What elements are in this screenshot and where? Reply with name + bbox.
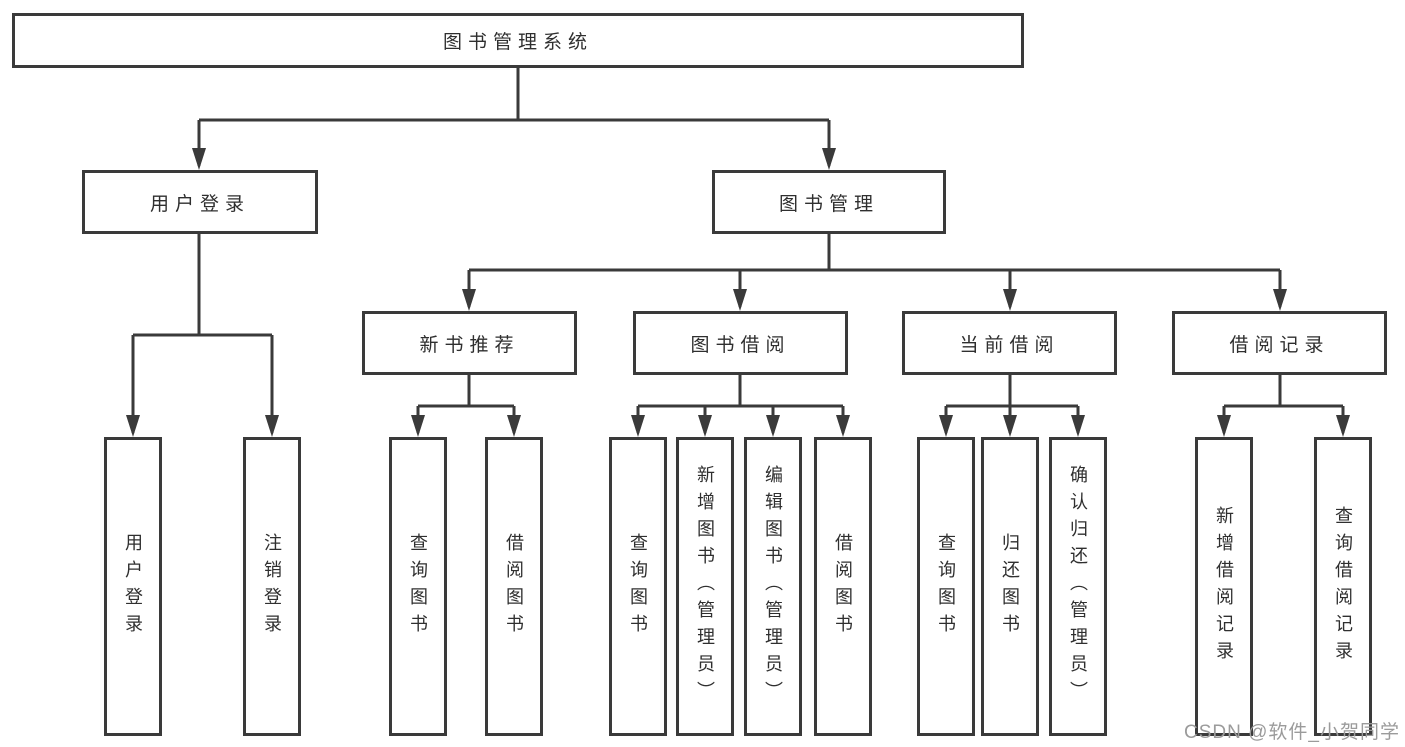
leaf-borrow-books-2: 借阅图书 (814, 437, 872, 736)
node-book-management-label: 图书管理 (778, 193, 879, 215)
node-user-login: 用户登录 (82, 170, 318, 234)
node-new-book-recommend: 新书推荐 (362, 311, 577, 375)
leaf-edit-book-admin: 编辑图书（管理员） (744, 437, 802, 736)
node-user-login-label: 用户登录 (149, 193, 250, 215)
node-book-borrow-label: 图书借阅 (690, 334, 791, 356)
leaf-add-book-admin: 新增图书（管理员） (676, 437, 734, 736)
node-current-borrow-label: 当前借阅 (959, 334, 1060, 356)
node-borrow-records: 借阅记录 (1172, 311, 1387, 375)
node-root-system: 图书管理系统 (12, 13, 1024, 68)
node-current-borrow: 当前借阅 (902, 311, 1117, 375)
leaf-logout: 注销登录 (243, 437, 301, 736)
leaf-query-books-3-label: 查询图书 (936, 532, 956, 641)
leaf-edit-book-admin-label: 编辑图书（管理员） (763, 465, 783, 708)
leaf-confirm-return-admin-label: 确认归还（管理员） (1068, 465, 1088, 708)
node-borrow-records-label: 借阅记录 (1229, 334, 1330, 356)
leaf-query-books-3: 查询图书 (917, 437, 975, 736)
leaf-confirm-return-admin: 确认归还（管理员） (1049, 437, 1107, 736)
node-root-system-label: 图书管理系统 (442, 32, 593, 53)
node-book-management: 图书管理 (712, 170, 946, 234)
leaf-logout-label: 注销登录 (262, 532, 282, 641)
node-new-book-recommend-label: 新书推荐 (419, 334, 520, 356)
arrowheads (126, 148, 1350, 437)
leaf-user-login: 用户登录 (104, 437, 162, 736)
leaf-borrow-books-1-label: 借阅图书 (504, 532, 524, 641)
leaf-query-borrow-record: 查询借阅记录 (1314, 437, 1372, 736)
leaf-add-book-admin-label: 新增图书（管理员） (695, 465, 715, 708)
leaf-borrow-books-1: 借阅图书 (485, 437, 543, 736)
leaf-add-borrow-record-label: 新增借阅记录 (1214, 505, 1234, 668)
leaf-return-book-label: 归还图书 (1000, 532, 1020, 641)
leaf-query-books-2: 查询图书 (609, 437, 667, 736)
leaf-borrow-books-2-label: 借阅图书 (833, 532, 853, 641)
csdn-watermark: CSDN @软件_小贺同学 (1184, 722, 1400, 743)
leaf-query-borrow-record-label: 查询借阅记录 (1333, 505, 1353, 668)
leaf-query-books-2-label: 查询图书 (628, 532, 648, 641)
leaf-user-login-label: 用户登录 (123, 532, 143, 641)
leaf-query-books-1-label: 查询图书 (408, 532, 428, 641)
leaf-query-books-1: 查询图书 (389, 437, 447, 736)
leaf-return-book: 归还图书 (981, 437, 1039, 736)
leaf-add-borrow-record: 新增借阅记录 (1195, 437, 1253, 736)
node-book-borrow: 图书借阅 (633, 311, 848, 375)
